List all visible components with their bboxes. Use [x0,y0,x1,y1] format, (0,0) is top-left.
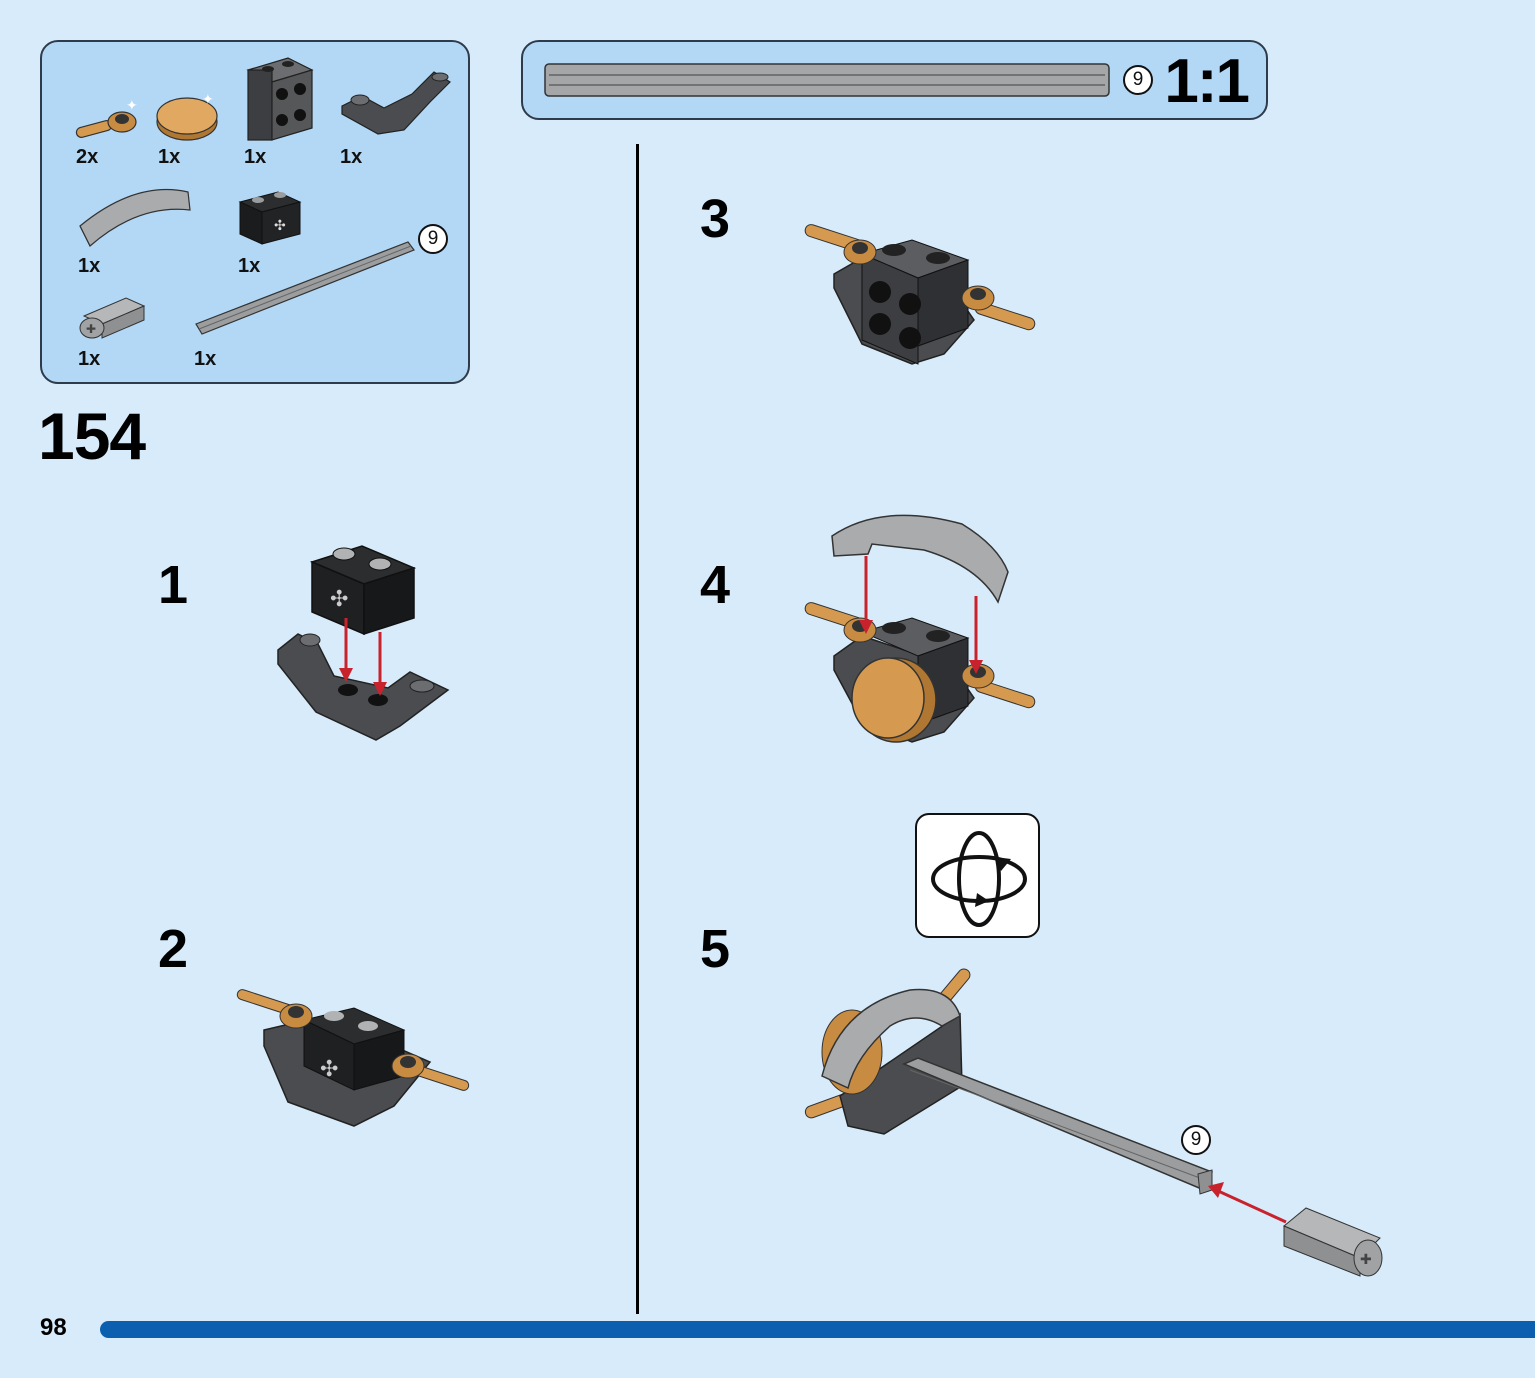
sub-step-number: 4 [700,555,731,615]
bracket-2x2-dark-icon [246,57,314,141]
inverted-slope-dark-icon [341,71,451,135]
step-4-illustration [804,514,1036,743]
sub-step-number: 2 [158,919,189,979]
part-qty: 1x [78,348,101,370]
axle-length-badge: 9 [1123,65,1153,95]
axle-grey-icon [195,241,415,335]
svg-text:✣: ✣ [320,1056,338,1081]
svg-text:✣: ✣ [330,586,348,611]
sub-step-number: 5 [700,919,731,979]
progress-bar [100,1321,1535,1338]
parts-list-panel: ✦ 2x ✦ 1x 1x 1x 1x ✣ 1x [40,40,470,384]
axle-length-badge: 9 [1181,1125,1211,1155]
part-qty: 1x [158,146,181,168]
part-qty: 1x [78,255,101,277]
column-divider [636,144,639,1314]
step-3-illustration [804,224,1036,365]
svg-text:✚: ✚ [86,322,96,336]
sub-step-number: 1 [158,555,189,615]
rotate-icon [931,831,1027,927]
scale-label: 1:1 [1164,47,1250,116]
axle-connector-grey-icon: ✚ [79,297,146,339]
sub-step-number: 3 [700,189,731,249]
page-number: 98 [40,1314,67,1341]
curved-slope-grey-icon [79,189,191,247]
svg-text:✚: ✚ [1360,1251,1372,1267]
rotate-model-callout [915,813,1040,938]
part-qty: 1x [340,146,363,168]
step-5-illustration: ✚ [804,968,1383,1277]
part-qty: 1x [238,255,261,277]
part-qty: 1x [194,348,217,370]
gold-clip-with-bar-icon: ✦ [75,97,138,138]
axle-actual-size-icon [544,63,1110,97]
main-step-number: 154 [38,399,146,473]
scale-reference-panel: 9 1:1 [521,40,1268,120]
technic-brick-black-icon: ✣ [238,191,302,245]
gold-round-tile-icon: ✦ [156,91,218,141]
svg-text:✣: ✣ [274,217,286,233]
svg-text:✦: ✦ [126,97,138,113]
svg-text:✦: ✦ [202,91,214,107]
part-qty: 2x [76,146,99,168]
part-qty: 1x [244,146,267,168]
step-2-illustration: ✣ [236,989,470,1127]
axle-length-badge: 9 [418,224,448,254]
step-1-illustration: ✣ [277,545,450,741]
